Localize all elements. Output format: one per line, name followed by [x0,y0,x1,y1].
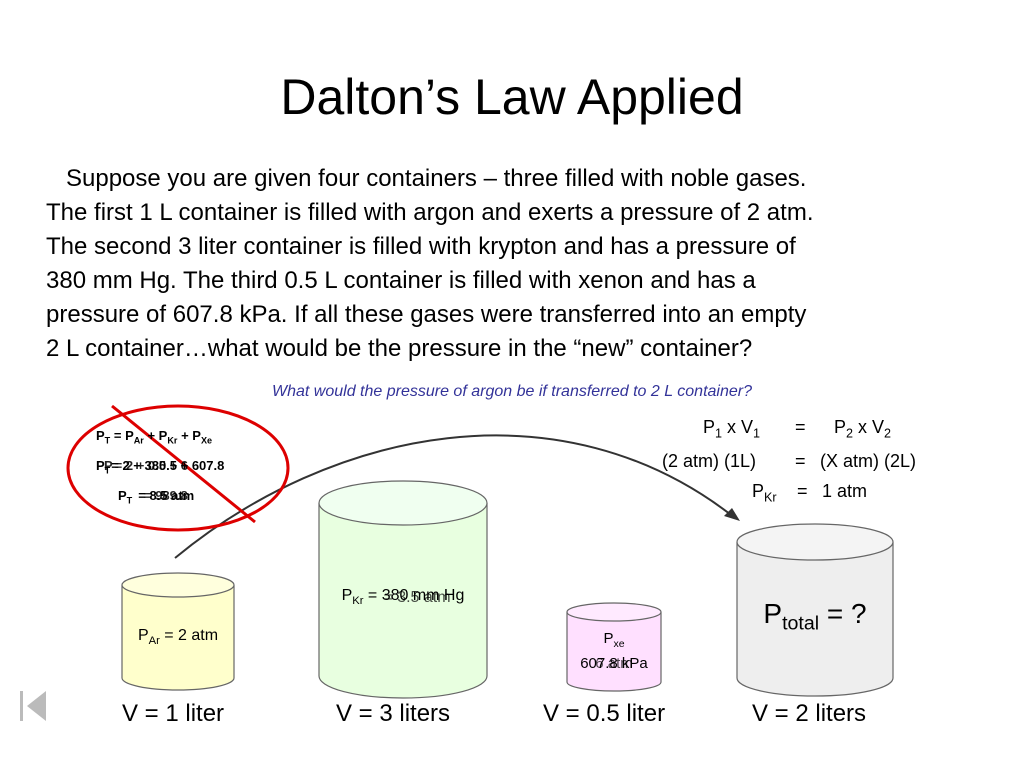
paragraph-line: The second 3 liter container is filled w… [46,233,796,260]
argon-container [121,572,235,691]
boyle-row1-left: P1 x V1 [703,417,761,441]
transfer-arrow [174,434,736,559]
xenon-pressure: Pxe [603,630,625,650]
total-container [736,523,894,697]
arrow-head [724,508,740,521]
crossout-slash [111,404,256,524]
paragraph-line: The first 1 L container is filled with a… [46,199,814,226]
boyle-row2-right: (X atm) (2L) [820,451,917,471]
dalton-equation: PT = PAr + PKr + PXe [96,428,213,446]
total-volume: V = 2 liters [752,700,867,727]
boyle-row1-eq: = [795,417,806,437]
boyle-row3-eq: = [797,481,808,501]
argon-pressure: PAr = 2 atm [137,627,219,648]
total-pressure: Ptotal = ? [763,598,867,635]
slide-title: Dalton’s Law Applied [280,69,744,125]
xenon-container [566,602,662,692]
argon-volume: V = 1 liter [122,700,225,727]
xenon-volume: V = 0.5 liter [543,700,666,727]
krypton-container [318,480,488,699]
boyle-row2-eq: = [795,451,806,471]
dalton-result-b: = 989.8 [144,488,188,503]
paragraph-line: 380 mm Hg. The third 0.5 L container is … [46,267,756,294]
krypton-pressure-atm: = 3.5 atm [383,589,451,606]
paragraph-line: Suppose you are given four containers – … [46,165,807,192]
xenon-pressure-atm: 6 atm [595,655,633,672]
problem-paragraph: Suppose you are given four containers – … [46,162,986,366]
xenon-pressure-kpa: 607.8 kPa [580,655,648,672]
paragraph-line: pressure of 607.8 kPa. If all these gase… [46,301,807,328]
boyle-row3-right: 1 atm [822,481,868,501]
dalton-substitution-b: P= 2 + 0.5 + 6 [104,458,189,473]
paragraph-line: 2 L container…what would be the pressure… [46,335,753,362]
boyle-row1-right: P2 x V2 [834,417,892,441]
back-to-start-icon [20,691,46,721]
krypton-pressure: PKr = 380 mm Hg [341,587,465,608]
boyle-row3-left: PKr [752,481,777,505]
dalton-result-a: PT= 8.5 atm [118,488,195,506]
back-to-start-button[interactable] [16,688,52,724]
argon-question: What would the pressure of argon be if t… [272,383,752,400]
krypton-volume: V = 3 liters [336,700,451,727]
boyle-row2-left: (2 atm) (1L) [662,451,757,471]
crossout-circle [66,404,290,532]
dalton-substitution-a: PT= 2 + 380.5 + 607.8 [96,458,225,476]
